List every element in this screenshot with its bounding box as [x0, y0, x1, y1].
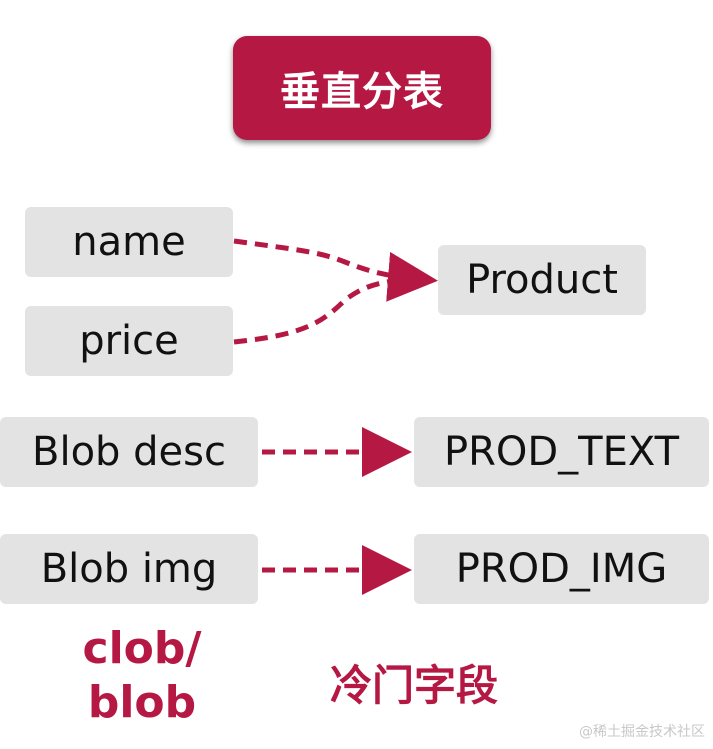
- source-box-blob-desc: Blob desc: [0, 417, 258, 487]
- target-box-product: Product: [438, 245, 646, 315]
- clob-note-line2: blob: [87, 677, 197, 728]
- clob-blob-note: clob/ blob: [62, 622, 222, 730]
- source-box-name: name: [25, 207, 233, 277]
- cold-fields-note: 冷门字段: [330, 661, 499, 710]
- clob-note-line1: clob/: [82, 623, 202, 674]
- watermark: @稀土掘金技术社区: [579, 724, 705, 740]
- arrow-name-to-product: [233, 238, 438, 302]
- source-box-blob-img: Blob img: [0, 534, 258, 604]
- target-box-prod-img: PROD_IMG: [414, 534, 709, 604]
- diagram-title: 垂直分表: [233, 36, 491, 140]
- source-box-price: price: [25, 306, 233, 376]
- arrow-price-to-product: [233, 276, 411, 345]
- target-box-prod-text: PROD_TEXT: [414, 417, 709, 487]
